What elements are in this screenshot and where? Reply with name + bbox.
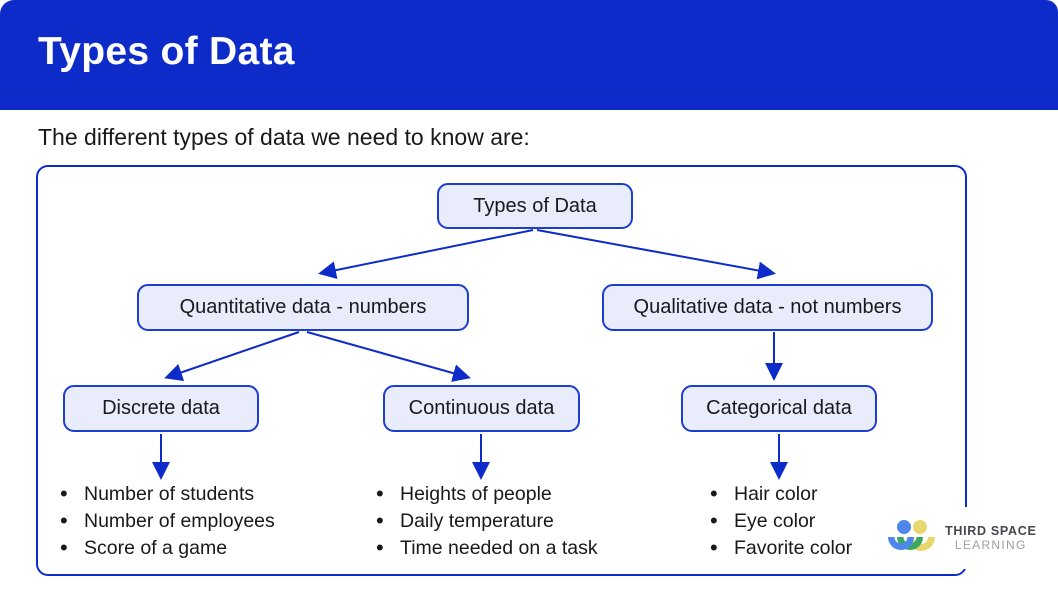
- diagram-frame: [36, 165, 967, 576]
- list-item: Number of employees: [60, 507, 275, 535]
- discrete-example-list: Number of students Number of employees S…: [60, 480, 275, 562]
- arrow-root-to-quantitative: [318, 229, 534, 280]
- logo-people-icon: [888, 520, 935, 551]
- header-banner: Types of Data: [0, 0, 1058, 110]
- node-continuous-data: Continuous data: [383, 385, 580, 432]
- node-categorical-data: Categorical data: [681, 385, 877, 432]
- third-space-learning-logo: THIRD SPACE LEARNING: [878, 507, 1036, 569]
- continuous-example-list: Heights of people Daily temperature Time…: [376, 480, 598, 562]
- list-item: Favorite color: [710, 534, 852, 562]
- logo-line2: LEARNING: [954, 538, 1027, 552]
- intro-text: The different types of data we need to k…: [38, 124, 530, 150]
- categorical-example-list: Hair color Eye color Favorite color: [710, 480, 852, 562]
- node-quantitative-data: Quantitative data - numbers: [137, 284, 469, 331]
- list-item: Heights of people: [376, 480, 598, 508]
- list-item: Time needed on a task: [376, 534, 598, 562]
- node-discrete-data: Discrete data: [63, 385, 259, 432]
- node-qualitative-data: Qualitative data - not numbers: [602, 284, 933, 331]
- logo-line1: THIRD SPACE: [945, 524, 1037, 538]
- list-item: Number of students: [60, 480, 275, 508]
- arrow-quantitative-to-continuous: [306, 331, 471, 382]
- arrow-root-to-qualitative: [536, 229, 776, 280]
- page-title: Types of Data: [38, 30, 295, 73]
- list-item: Eye color: [710, 507, 852, 535]
- list-item: Score of a game: [60, 534, 275, 562]
- node-types-of-data: Types of Data: [437, 183, 633, 229]
- list-item: Hair color: [710, 480, 852, 508]
- arrow-quantitative-to-discrete: [164, 331, 300, 381]
- logo-wordmark: THIRD SPACE LEARNING: [945, 524, 1037, 552]
- list-item: Daily temperature: [376, 507, 598, 535]
